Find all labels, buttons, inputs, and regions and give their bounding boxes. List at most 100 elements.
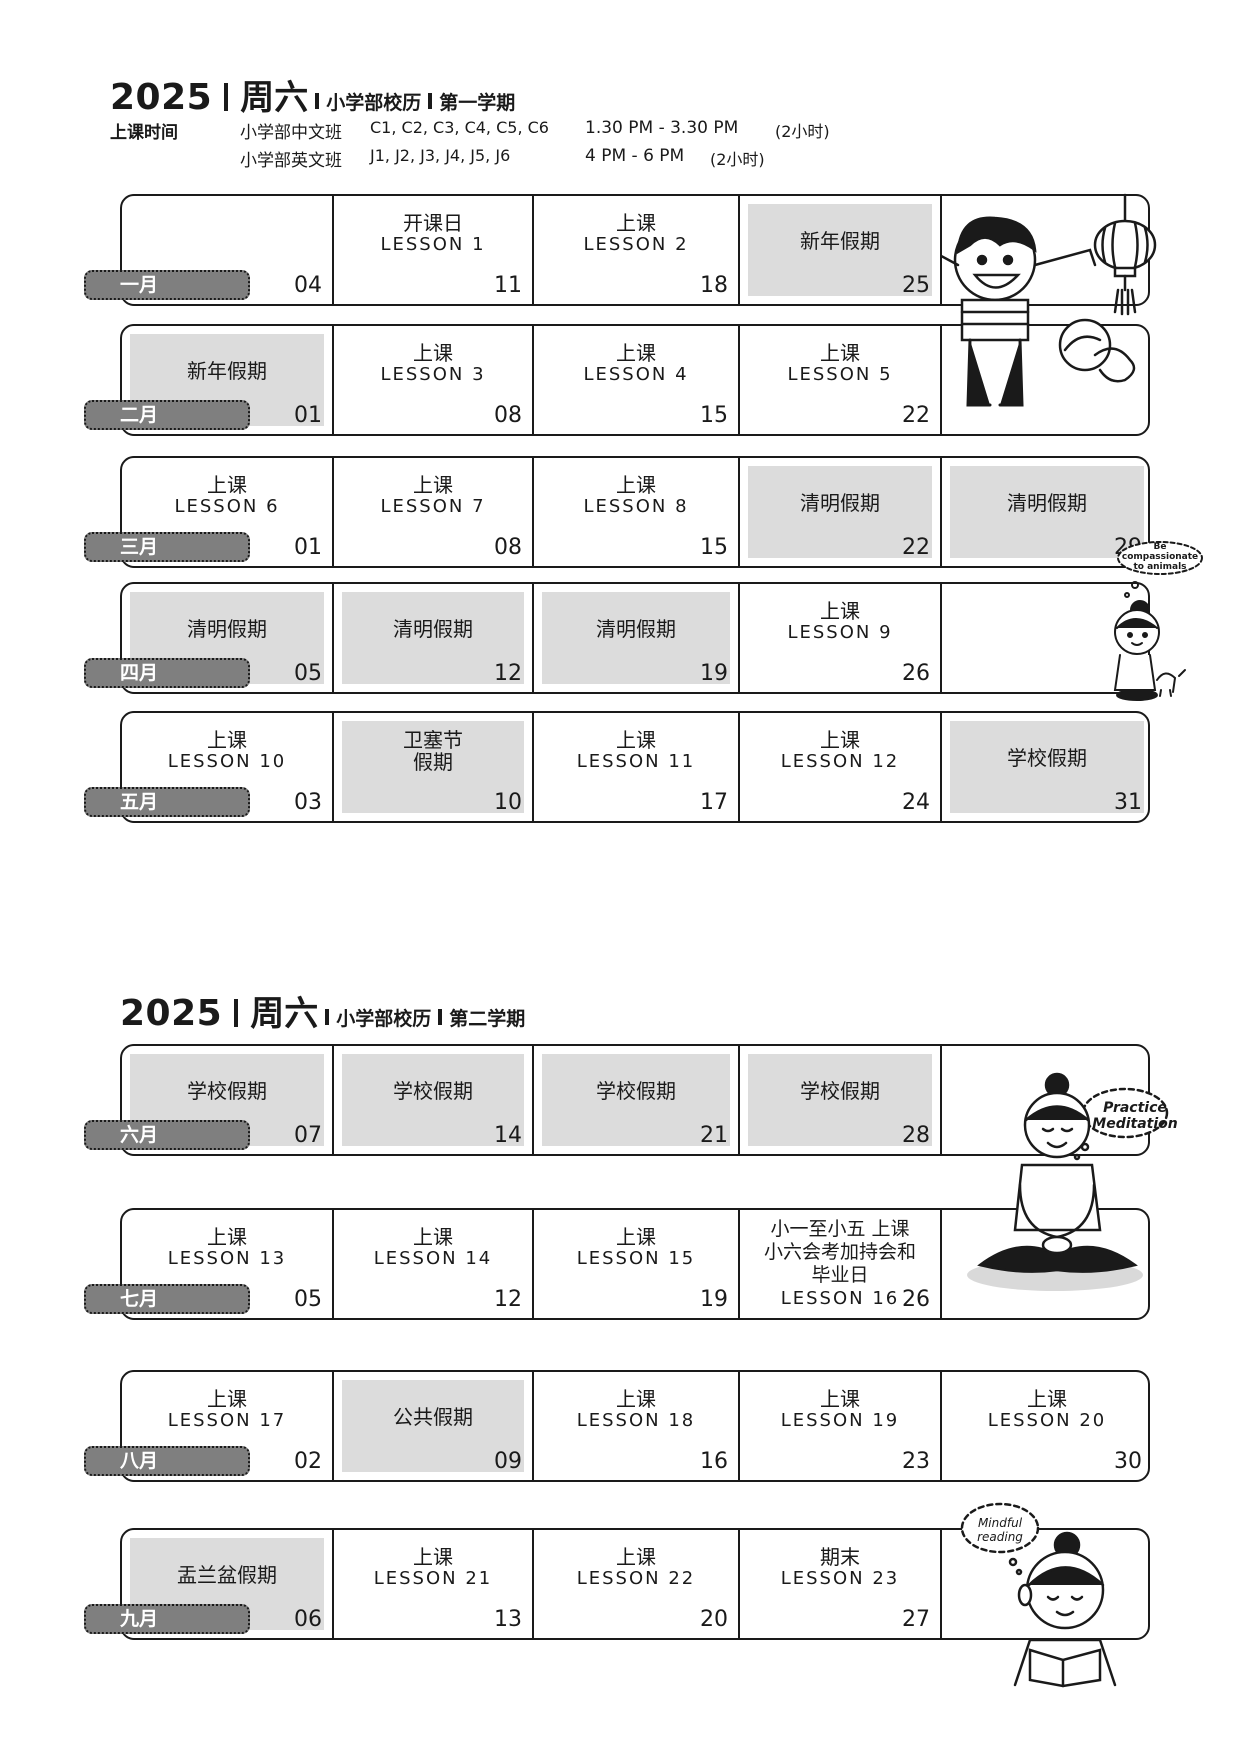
- month-tab: 三月: [84, 532, 250, 562]
- cell-label: LESSON 3: [380, 364, 486, 385]
- month-tab: 二月: [84, 400, 250, 430]
- cell-label: LESSON 4: [583, 364, 689, 385]
- holiday-shading: [342, 721, 524, 813]
- holiday-shading: [748, 204, 932, 296]
- time-row-english: 小学部英文班 J1, J2, J3, J4, J5, J6 4 PM - 6 P…: [240, 146, 765, 171]
- cell-date: 22: [902, 535, 930, 560]
- calendar-cell: [940, 1210, 1152, 1318]
- cell-label: LESSON 2: [583, 234, 689, 255]
- cell-label: 学校假期: [1007, 746, 1087, 770]
- holiday-shading: [748, 466, 932, 558]
- cell-label: LESSON 7: [380, 496, 486, 517]
- cell-text: 清明假期: [338, 618, 528, 640]
- month-tab: 九月: [84, 1604, 250, 1634]
- cell-label: 上课: [207, 1387, 247, 1411]
- cell-label: 清明假期: [596, 617, 676, 641]
- cell-date: 08: [494, 535, 522, 560]
- cell-date: 26: [902, 661, 930, 686]
- cell-text: 学校假期: [946, 747, 1148, 769]
- class-codes: J1, J2, J3, J4, J5, J6: [370, 146, 511, 165]
- cell-label: 上课: [413, 341, 453, 365]
- cell-date: 21: [700, 1123, 728, 1148]
- cell-label: 假期: [413, 750, 453, 774]
- cell-label: LESSON 20: [987, 1410, 1107, 1431]
- holiday-shading: [342, 592, 524, 684]
- cell-date: 15: [700, 403, 728, 428]
- sem2-title: 2025 周六 小学部校历 第二学期: [120, 986, 525, 1035]
- cell-text: 新年假期: [126, 360, 328, 382]
- holiday-shading: [542, 1054, 730, 1146]
- bubble-text: Meditation: [1092, 1116, 1178, 1132]
- boy-with-lantern-illustration: [940, 193, 1157, 407]
- meditating-child-illustration: [967, 1072, 1169, 1291]
- class-name: 小学部中文班: [240, 123, 342, 143]
- cell-label: 上课: [820, 728, 860, 752]
- cell-label: LESSON 5: [787, 364, 893, 385]
- cell-label: 清明假期: [393, 617, 473, 641]
- bubble-text: to animals: [1133, 562, 1187, 572]
- cell-label: LESSON 12: [780, 751, 900, 772]
- cell-date: 01: [294, 535, 322, 560]
- cell-date: 27: [902, 1607, 930, 1632]
- time-row-chinese: 小学部中文班 C1, C2, C3, C4, C5, C6 1.30 PM - …: [240, 118, 830, 143]
- cell-label: 上课: [616, 341, 656, 365]
- bubble-text: Be: [1153, 542, 1167, 552]
- cell-label: 上课: [616, 473, 656, 497]
- cell-date: 25: [902, 273, 930, 298]
- cell-label: LESSON 23: [780, 1568, 900, 1589]
- cell-label: 上课: [207, 728, 247, 752]
- cell-text: 公共假期: [338, 1406, 528, 1428]
- cell-label: LESSON 9: [787, 622, 893, 643]
- cell-date: 05: [294, 1287, 322, 1312]
- cell-text: 清明假期: [538, 618, 734, 640]
- class-time: 4 PM - 6 PM: [585, 146, 685, 166]
- bubble-text: Practice: [1103, 1100, 1167, 1116]
- cell-date: 18: [700, 273, 728, 298]
- sem1-title: 2025 周六 小学部校历 第一学期: [110, 70, 515, 119]
- divider: [315, 93, 320, 109]
- month-tab: 五月: [84, 787, 250, 817]
- cell-label: 盂兰盆假期: [177, 1563, 277, 1587]
- cell-label: 上课: [820, 1387, 860, 1411]
- cell-label: LESSON 16: [780, 1288, 900, 1309]
- cell-label: LESSON 11: [576, 751, 696, 772]
- cell-label: 清明假期: [187, 617, 267, 641]
- cell-date: 11: [494, 273, 522, 298]
- cell-date: 09: [494, 1449, 522, 1474]
- class-time: 1.30 PM - 3.30 PM: [585, 118, 739, 138]
- cell-label: 公共假期: [393, 1405, 473, 1429]
- sem2-dept: 小学部校历: [336, 1008, 432, 1030]
- sem2-day: 周六: [250, 994, 319, 1034]
- cell-label: 上课: [413, 1225, 453, 1249]
- reading-bubble: Mindful reading: [960, 1516, 1040, 1544]
- cell-label: 小六会考加持会和: [763, 1241, 916, 1263]
- cell-label: 新年假期: [800, 229, 880, 253]
